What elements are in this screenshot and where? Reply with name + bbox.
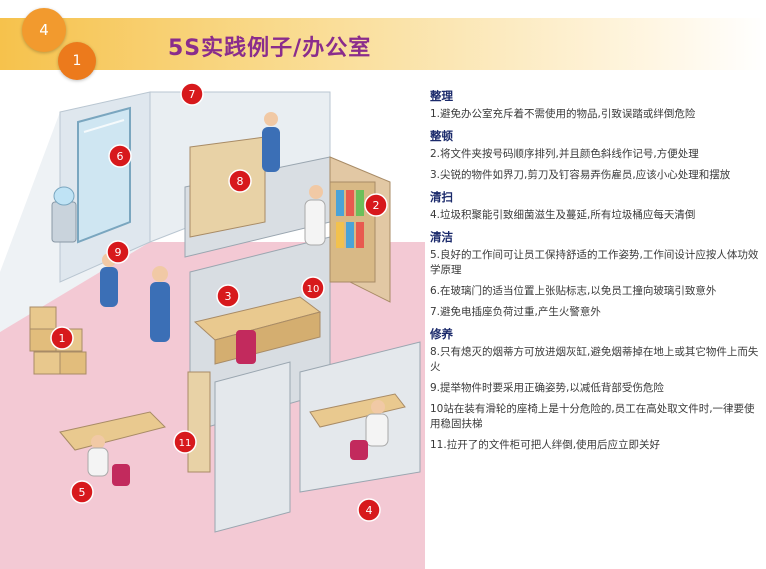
marker-11: 11 (173, 430, 197, 454)
list-item: 6.在玻璃门的适当位置上张贴标志,以免员工撞向玻璃引致意外 (430, 285, 717, 297)
marker-1: 1 (50, 326, 74, 350)
svg-text:4: 4 (366, 504, 373, 517)
list-item: 1.避免办公室充斥着不需使用的物品,引致误踏或绊倒危险 (430, 108, 696, 120)
marker-9: 9 (106, 240, 130, 264)
svg-text:9: 9 (115, 246, 122, 259)
list-item: 4.垃圾积聚能引致细菌滋生及蔓延,所有垃圾桶应每天清倒 (430, 209, 696, 221)
svg-text:8: 8 (237, 175, 244, 188)
office-illustration: 7 6 8 9 2 3 10 1 5 11 4 (0, 82, 425, 569)
section-heading-seiketsu: 清洁 (430, 230, 453, 244)
section-heading-seiton: 整顿 (430, 129, 453, 143)
marker-group: 7 6 8 9 2 3 10 1 5 11 4 (50, 82, 388, 522)
section-heading-seiri: 整理 (430, 89, 453, 103)
svg-text:3: 3 (225, 290, 232, 303)
section-heading-shitsuke: 修养 (430, 327, 453, 341)
list-item: 2.将文件夹按号码顺序排列,并且颜色斜线作记号,方便处理 (430, 148, 699, 160)
slide-number: 4 (39, 21, 49, 39)
marker-2: 2 (364, 193, 388, 217)
marker-6: 6 (108, 144, 132, 168)
page-title: 5S实践例子/办公室 (168, 36, 372, 61)
svg-text:7: 7 (189, 88, 196, 101)
list-item: 7.避免电插座负荷过重,产生火警意外 (430, 306, 601, 318)
list-item: 5.良好的工作间可让员工保持舒适的工作姿势,工作间设计应按人体功效学原理 (430, 249, 759, 276)
list-item: 10站在装有滑轮的座椅上是十分危险的,员工在高处取文件时,一律要使用稳固扶梯 (430, 403, 755, 430)
sub-number-badge: 1 (58, 42, 96, 80)
svg-text:2: 2 (373, 199, 380, 212)
marker-5: 5 (70, 480, 94, 504)
marker-7: 7 (180, 82, 204, 106)
svg-text:6: 6 (117, 150, 124, 163)
slide-number-badge: 4 (22, 8, 66, 52)
marker-3: 3 (216, 284, 240, 308)
title-banner (0, 18, 766, 70)
marker-10: 10 (301, 276, 325, 300)
sub-number: 1 (72, 53, 82, 69)
svg-text:1: 1 (59, 332, 66, 345)
svg-text:10: 10 (307, 284, 320, 295)
section-heading-seiso: 清扫 (430, 190, 453, 204)
marker-4: 4 (357, 498, 381, 522)
svg-text:11: 11 (179, 438, 192, 449)
explanation-panel: 整理 1.避免办公室充斥着不需使用的物品,引致误踏或绊倒危险 整顿 2.将文件夹… (430, 84, 760, 459)
svg-text:5: 5 (79, 486, 86, 499)
list-item: 11.拉开了的文件柜可把人绊倒,使用后应立即关好 (430, 439, 661, 451)
list-item: 3.尖锐的物件如界刀,剪刀及钉容易弄伤雇员,应该小心处理和摆放 (430, 169, 731, 181)
list-item: 9.提举物件时要采用正确姿势,以减低背部受伤危险 (430, 382, 664, 394)
list-item: 8.只有熄灭的烟蒂方可放进烟灰缸,避免烟蒂掉在地上或其它物件上而失火 (430, 346, 759, 373)
marker-8: 8 (228, 169, 252, 193)
